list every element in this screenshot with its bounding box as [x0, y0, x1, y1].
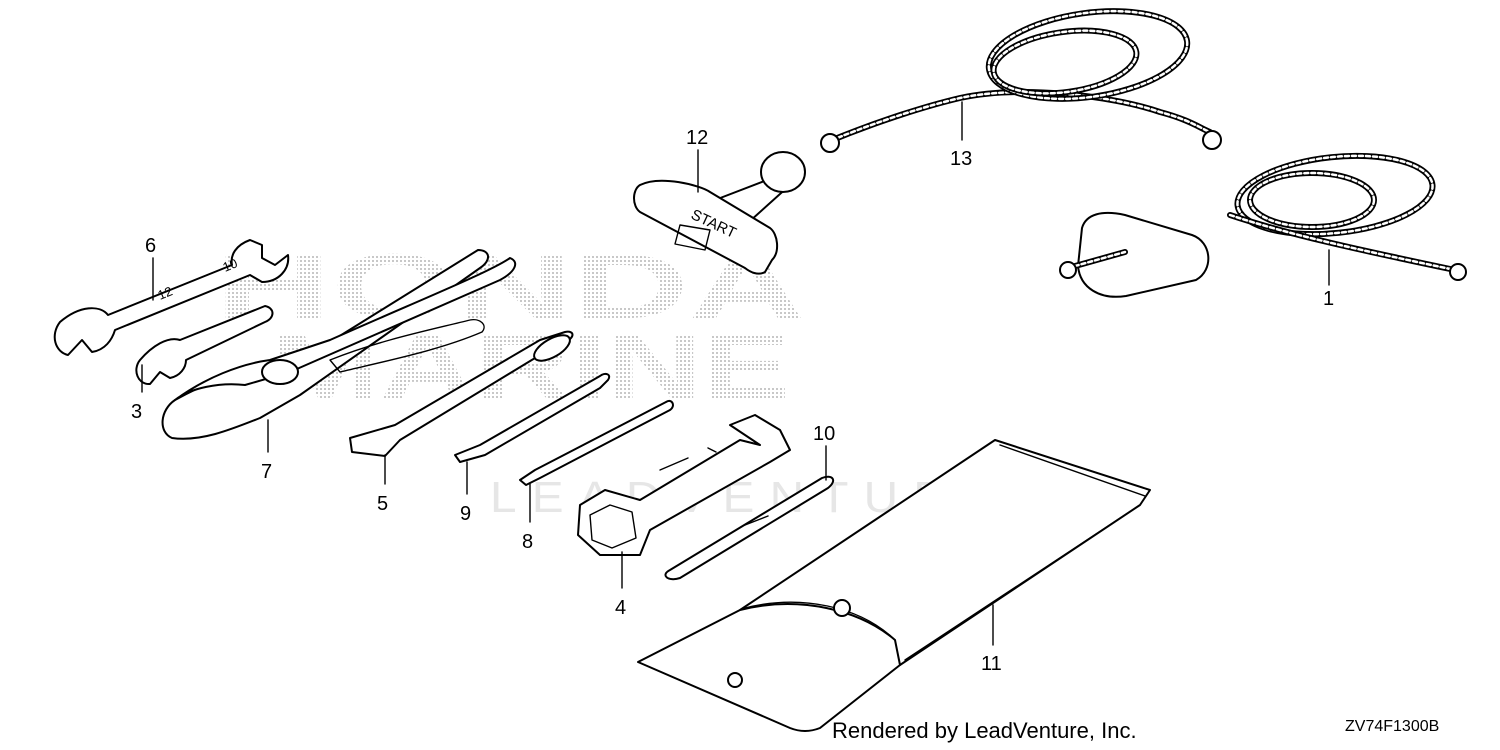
part-5-screwdriver: [349, 330, 574, 457]
part-1-rope-handle: [1059, 152, 1467, 298]
callout-4: 4: [615, 597, 626, 619]
watermark: HONDA MARINE LEADVENTURE: [215, 236, 996, 522]
callout-11: 11: [981, 653, 1002, 675]
callout-7: 7: [261, 461, 272, 483]
part-3-wrench: [135, 305, 274, 385]
callouts: 6 3 7 5 9 8 4 10 11 12 13 1: [131, 101, 1334, 675]
callout-9: 9: [460, 503, 471, 525]
wrench-stamp-a: 12: [156, 283, 175, 302]
rope-knot-icon: [1449, 263, 1467, 281]
watermark-brand: HONDA: [215, 236, 805, 338]
part-10-bar: [664, 475, 835, 581]
part-11-tool-bag: [637, 439, 1151, 732]
rope-knot-icon: [1202, 130, 1222, 150]
part-6-wrench: 12 10: [53, 239, 290, 356]
callout-12: 12: [686, 127, 708, 149]
rope-knot-icon: [1059, 261, 1077, 279]
part-4-box-spanner: [577, 414, 791, 556]
part-12-start-grip: START: [633, 151, 806, 275]
callout-1: 1: [1323, 288, 1334, 310]
part-9-screwdriver: [454, 372, 611, 463]
callout-8: 8: [522, 531, 533, 553]
rope-knot-icon: [820, 133, 840, 153]
wrench-stamp-b: 10: [221, 255, 240, 274]
callout-10: 10: [813, 423, 835, 445]
callout-6: 6: [145, 235, 156, 257]
callout-13: 13: [950, 148, 972, 170]
part-7-pliers: [161, 249, 517, 440]
credit-text: Rendered by LeadVenture, Inc.: [832, 718, 1137, 743]
part-8-rod: [519, 400, 674, 486]
callout-5: 5: [377, 493, 388, 515]
part-13-rope: [820, 8, 1222, 153]
diagram-code: ZV74F1300B: [1345, 718, 1440, 735]
callout-3: 3: [131, 401, 142, 423]
